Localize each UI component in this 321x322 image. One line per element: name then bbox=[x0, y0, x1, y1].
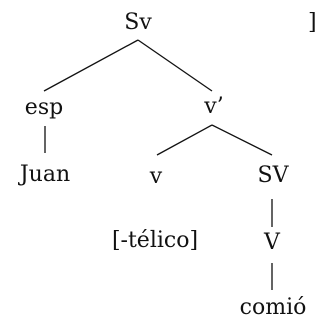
edge-vbar-sv bbox=[211, 124, 273, 156]
node-esp: esp bbox=[24, 95, 64, 120]
node-v-head: v bbox=[149, 164, 163, 189]
node-sv-complement: SV bbox=[257, 163, 289, 188]
node-sv-root: Sv bbox=[124, 10, 152, 35]
node-feature-telico: [-télico] bbox=[111, 228, 199, 253]
node-comio: comió bbox=[239, 295, 307, 320]
node-juan: Juan bbox=[19, 162, 71, 187]
edge-vbar-v bbox=[156, 124, 213, 156]
closing-bracket: ] bbox=[308, 10, 317, 35]
node-V-head: V bbox=[264, 230, 280, 255]
edge-sv-vbar bbox=[137, 39, 213, 92]
node-v-bar: v’ bbox=[204, 94, 224, 119]
edge-sv-esp bbox=[43, 39, 139, 92]
